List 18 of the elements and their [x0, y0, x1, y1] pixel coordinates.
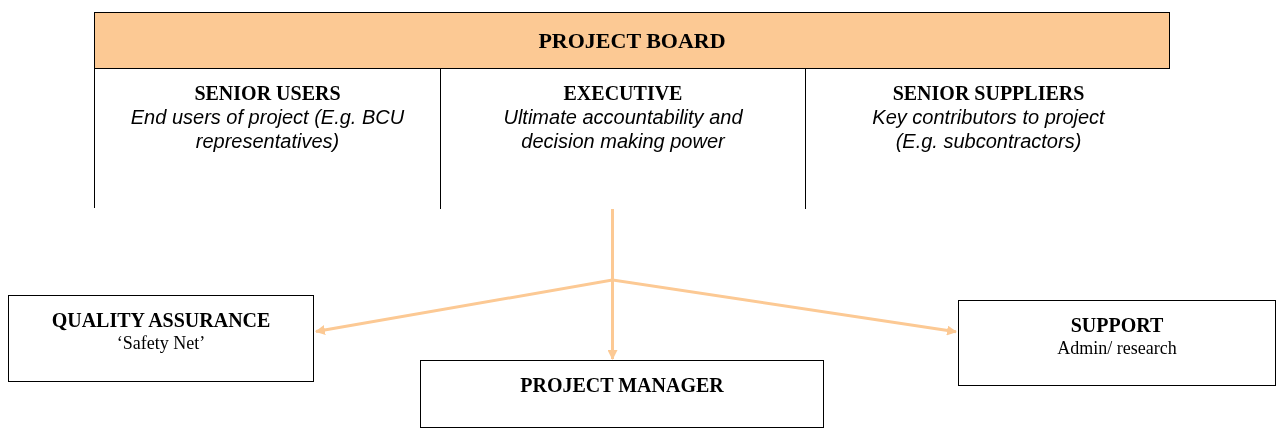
role-description: Admin/ research — [1056, 337, 1178, 359]
board-title: PROJECT BOARD — [95, 13, 1169, 69]
role-description: ‘Safety Net’ — [115, 332, 207, 354]
role-box — [8, 295, 314, 382]
role-box — [958, 300, 1276, 386]
role-heading: PROJECT MANAGER — [520, 373, 724, 397]
role-heading: SUPPORT — [1070, 313, 1164, 337]
arrow — [611, 208, 957, 336]
role-box — [95, 69, 441, 209]
role-heading: QUALITY ASSURANCE — [51, 308, 271, 332]
role-description: Ultimate accountability and decision making power — [502, 105, 744, 153]
role-box — [441, 69, 806, 209]
role-description: Key contributors to project (E.g. subcontractors) — [871, 105, 1106, 153]
role-heading: EXECUTIVE — [563, 81, 683, 105]
role-heading: SENIOR SUPPLIERS — [892, 81, 1085, 105]
role-description: End users of project (E.g. BCU representatives) — [129, 105, 406, 153]
role-box — [420, 360, 824, 428]
role-heading: SENIOR USERS — [194, 81, 341, 105]
